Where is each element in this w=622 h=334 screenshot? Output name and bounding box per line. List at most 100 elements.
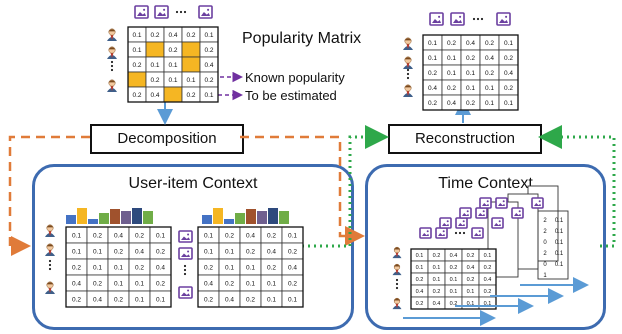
- matrix-cell-value: 0.2: [72, 264, 81, 271]
- time-to-reconstruction-arrow: [538, 125, 616, 248]
- matrix-cell-value: 0.4: [246, 232, 255, 239]
- matrix-cell-value: 0.4: [467, 265, 475, 271]
- popularity-bar: [224, 219, 234, 224]
- matrix-cell-value: 0.1: [428, 55, 437, 62]
- decomposition-to-user-item-arrow: [8, 135, 90, 256]
- matrix-cell-value: 0.2: [150, 77, 159, 84]
- matrix-cell: [163, 86, 183, 103]
- matrix-cell-value: 0.2: [246, 248, 255, 255]
- popularity-bar: [235, 213, 245, 224]
- picture-item-icon: [134, 5, 149, 19]
- ellipsis-vertical-icon: [183, 264, 187, 276]
- picture-item-icon: [455, 217, 468, 229]
- matrix-cell: [127, 71, 147, 88]
- matrix-cell-value: 0.4: [225, 296, 234, 303]
- matrix-cell-value: 2: [543, 229, 547, 235]
- matrix-cell-value: 0.2: [467, 277, 475, 283]
- decomposition-box: Decomposition: [90, 124, 244, 154]
- popularity-bar: [213, 208, 223, 224]
- matrix-cell-value: 0.4: [150, 92, 159, 99]
- matrix-cell-value: 0.1: [93, 264, 102, 271]
- matrix-cell-value: 0.2: [225, 280, 234, 287]
- matrix-cell-value: 0.2: [416, 277, 424, 283]
- user-avatar-icon: [45, 243, 55, 256]
- matrix-cell-value: 0.2: [93, 280, 102, 287]
- matrix-cell-value: 2: [543, 218, 547, 224]
- matrix-cell-value: 0.1: [416, 265, 424, 271]
- matrix-cell-value: 0.1: [72, 232, 81, 239]
- ellipsis-vertical-icon: [406, 68, 410, 80]
- ellipsis-vertical-icon: [110, 60, 114, 72]
- picture-item-icon: [475, 207, 488, 219]
- matrix-cell-value: 0.1: [114, 264, 123, 271]
- matrix-cell-value: 0.2: [204, 77, 213, 84]
- ellipsis-horizontal-icon: [454, 231, 466, 235]
- matrix-cell-value: 0.2: [450, 265, 458, 271]
- popularity-bar: [66, 215, 76, 224]
- matrix-cell-value: 0.2: [485, 40, 494, 47]
- matrix-border: [65, 226, 172, 308]
- user-avatar-icon: [403, 84, 413, 97]
- matrix-cell-value: 0.1: [288, 232, 297, 239]
- matrix-cell-value: 0.1: [555, 251, 564, 257]
- matrix-cell-value: 0.1: [168, 77, 177, 84]
- matrix-cell-value: 0.2: [156, 280, 165, 287]
- popularity-bar: [143, 211, 153, 224]
- matrix-cell-value: 0.1: [114, 280, 123, 287]
- reconstruction-box: Reconstruction: [388, 124, 542, 154]
- picture-item-icon: [531, 197, 544, 209]
- matrix-cell-value: 0.1: [450, 289, 458, 295]
- matrix-cell-value: 0.4: [204, 62, 213, 69]
- matrix-cell-value: 0.2: [450, 301, 458, 307]
- matrix-cell-value: 0.1: [267, 280, 276, 287]
- matrix-cell-value: 0.2: [132, 62, 141, 69]
- picture-item-icon: [495, 197, 508, 209]
- popularity-bar: [268, 208, 278, 224]
- matrix-cell-value: 0.1: [135, 280, 144, 287]
- user-item-context-title: User-item Context: [128, 175, 258, 192]
- matrix-cell-value: 0.2: [267, 264, 276, 271]
- picture-item-icon: [439, 217, 452, 229]
- matrix-cell-value: 0.2: [225, 232, 234, 239]
- matrix-cell-value: 0.1: [555, 262, 564, 268]
- matrix-cell-value: 0.1: [267, 296, 276, 303]
- left-popularity-bars: [66, 208, 153, 224]
- picture-item-icon: [178, 230, 193, 243]
- matrix-cell-value: 0.2: [504, 85, 513, 92]
- matrix-cell-value: 0.2: [114, 296, 123, 303]
- matrix-cell-value: 0.1: [555, 229, 564, 235]
- picture-item-icon: [429, 12, 444, 26]
- matrix-cell-value: 0.1: [555, 240, 564, 246]
- popularity-bar: [279, 211, 289, 224]
- matrix-cell-value: 0.1: [225, 248, 234, 255]
- user-avatar-icon: [403, 56, 413, 69]
- matrix-cell-value: 0.1: [132, 47, 141, 54]
- matrix-cell-value: 0.1: [484, 301, 492, 307]
- matrix-cell-value: 0.2: [485, 70, 494, 77]
- matrix-cell-value: 0.4: [416, 289, 424, 295]
- matrix-cell-value: 0.4: [168, 32, 177, 39]
- matrix-cell-value: 0.1: [447, 70, 456, 77]
- matrix-cell-value: 0.1: [433, 277, 441, 283]
- matrix-cell-value: 0.2: [204, 296, 213, 303]
- matrix-cell-value: 0.1: [93, 248, 102, 255]
- matrix-cell-value: 0.1: [204, 32, 213, 39]
- matrix-cell-value: 0.4: [135, 248, 144, 255]
- popularity-bar: [246, 209, 256, 224]
- matrix-cell-value: 0.1: [466, 70, 475, 77]
- matrix-cell-value: 0.2: [204, 264, 213, 271]
- matrix-cell-value: 0.1: [447, 55, 456, 62]
- user-avatar-icon: [45, 224, 55, 237]
- matrix-cell-value: 0.2: [132, 92, 141, 99]
- matrix-cell-value: 0.1: [504, 100, 513, 107]
- matrix-cell-value: 0.1: [555, 218, 564, 224]
- matrix-cell-value: 0.1: [288, 296, 297, 303]
- matrix-cell-value: 0.1: [484, 253, 492, 259]
- picture-item-icon: [178, 247, 193, 260]
- popularity-bar: [132, 208, 142, 224]
- matrix-cell-value: 0.1: [72, 248, 81, 255]
